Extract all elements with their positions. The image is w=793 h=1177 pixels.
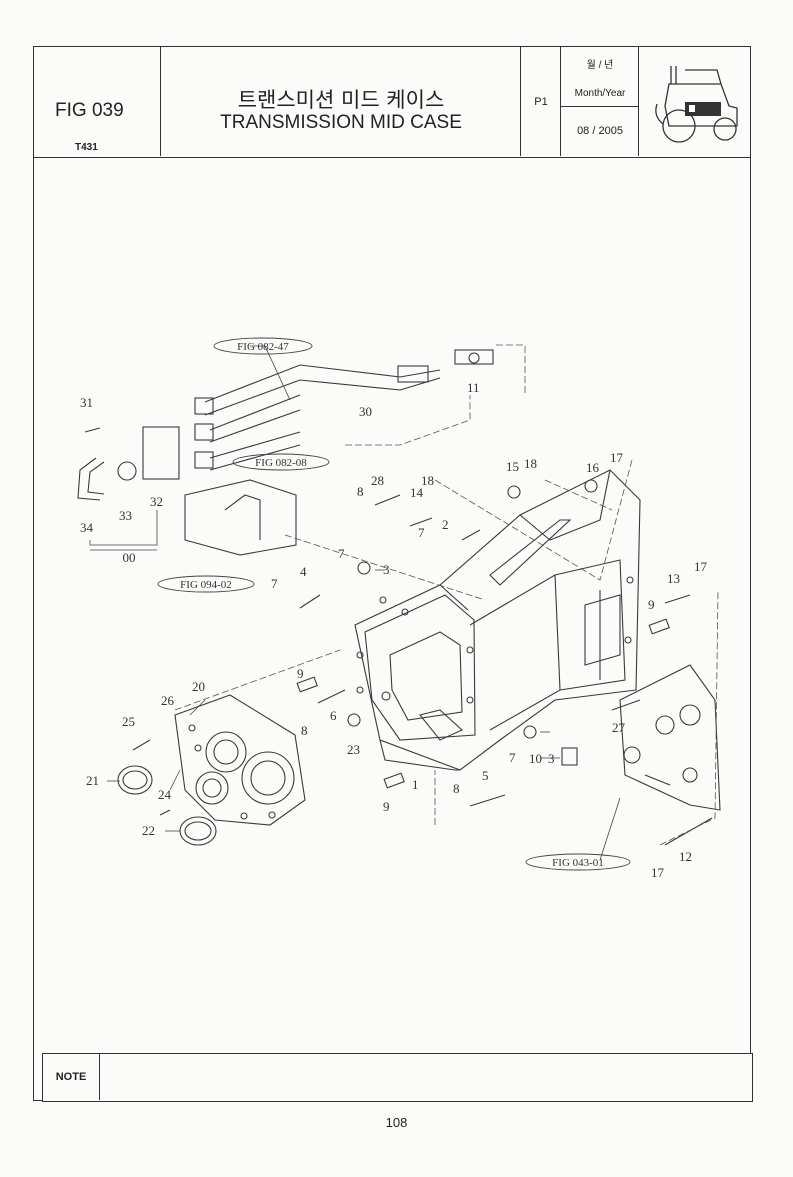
seal-ring-21 xyxy=(117,765,153,795)
date-value: 08 / 2005 xyxy=(577,125,623,137)
callout-8: 8 xyxy=(453,781,460,796)
callout-18: 18 xyxy=(524,456,537,471)
callout-20: 20 xyxy=(192,679,205,694)
callout-33: 33 xyxy=(119,508,132,523)
callout-27: 27 xyxy=(612,720,626,735)
callout-18: 18 xyxy=(421,473,434,488)
ref-fig-082-47: FIG 082-47 xyxy=(213,337,313,355)
callout-25: 25 xyxy=(122,714,135,729)
callout-3: 3 xyxy=(548,751,555,766)
page-number: 108 xyxy=(385,1115,408,1130)
callout-34: 34 xyxy=(80,520,94,535)
valve-block xyxy=(142,426,180,480)
title-cell: 트랜스미션 미드 케이스 TRANSMISSION MID CASE xyxy=(161,46,521,156)
page-code-cell: P1 xyxy=(521,46,561,156)
callout-32: 32 xyxy=(150,494,163,509)
tractor-icon xyxy=(655,66,738,143)
callout-9: 9 xyxy=(297,666,304,681)
callout-8: 8 xyxy=(301,723,308,738)
callout-9: 9 xyxy=(648,597,655,612)
note-label: NOTE xyxy=(43,1054,100,1100)
callout-7: 7 xyxy=(338,546,345,561)
callout-12: 12 xyxy=(679,849,692,864)
callout-14: 14 xyxy=(410,485,424,500)
logo-cell xyxy=(639,46,751,156)
callout-10: 10 xyxy=(529,751,542,766)
title-block: FIG 039 T431 트랜스미션 미드 케이스 TRANSMISSION M… xyxy=(33,46,751,158)
callout-28: 28 xyxy=(371,473,384,488)
svg-text:FIG 082-08: FIG 082-08 xyxy=(255,457,307,469)
callout-11: 11 xyxy=(467,380,480,395)
callout-30: 30 xyxy=(359,404,372,419)
callout-1: 1 xyxy=(412,777,419,792)
ref-fig-082-08: FIG 082-08 xyxy=(232,453,330,471)
o-ring-23 xyxy=(347,713,361,727)
callout-4: 4 xyxy=(300,564,307,579)
mount-bracket xyxy=(184,479,297,556)
callout-7: 7 xyxy=(509,750,516,765)
note-section: NOTE xyxy=(42,1053,753,1102)
date-cell: 월 / 년 Month/Year 08 / 2005 xyxy=(561,46,639,156)
callout-6: 6 xyxy=(330,708,337,723)
figure-number-cell: FIG 039 T431 xyxy=(33,46,161,156)
date-label-korean: 월 / 년 xyxy=(586,60,614,71)
model-code: T431 xyxy=(75,142,98,153)
callout-21: 21 xyxy=(86,773,99,788)
callout-13: 13 xyxy=(667,571,680,586)
svg-text:FIG 082-47: FIG 082-47 xyxy=(237,341,289,353)
callout-17: 17 xyxy=(610,450,624,465)
title-korean: 트랜스미션 미드 케이스 xyxy=(237,88,445,112)
figure-number: FIG 039 xyxy=(55,100,124,121)
mid-case-housing xyxy=(354,469,641,771)
callout-7: 7 xyxy=(271,576,278,591)
callout-8: 8 xyxy=(357,484,364,499)
front-cover xyxy=(174,694,306,826)
title-english: TRANSMISSION MID CASE xyxy=(220,112,462,133)
plug-10 xyxy=(561,747,578,766)
callout-17: 17 xyxy=(694,559,708,574)
callout-00: 00 xyxy=(123,550,136,565)
callout-23: 23 xyxy=(347,742,360,757)
callout-7: 7 xyxy=(418,525,425,540)
callout-31: 31 xyxy=(80,395,93,410)
callout-24: 24 xyxy=(158,787,172,802)
callout-26: 26 xyxy=(161,693,175,708)
side-plate xyxy=(619,664,721,811)
elbow-fitting xyxy=(77,457,101,501)
callout-5: 5 xyxy=(482,768,489,783)
callout-2: 2 xyxy=(442,517,449,532)
callout-15: 15 xyxy=(506,459,519,474)
cap-fitting xyxy=(117,461,137,481)
svg-text:FIG 043-01: FIG 043-01 xyxy=(552,857,604,869)
callout-16: 16 xyxy=(586,460,600,475)
callout-22: 22 xyxy=(142,823,155,838)
date-divider xyxy=(561,106,639,107)
callout-3: 3 xyxy=(383,562,390,577)
svg-text:FIG 094-02: FIG 094-02 xyxy=(180,579,232,591)
callout-17: 17 xyxy=(651,865,665,880)
hose-assembly xyxy=(194,349,494,471)
ref-fig-094-02: FIG 094-02 xyxy=(157,575,255,593)
page-code: P1 xyxy=(534,96,548,108)
ref-fig-043-01: FIG 043-01 xyxy=(525,853,631,871)
date-label-english: Month/Year xyxy=(574,88,626,99)
callout-9: 9 xyxy=(383,799,390,814)
